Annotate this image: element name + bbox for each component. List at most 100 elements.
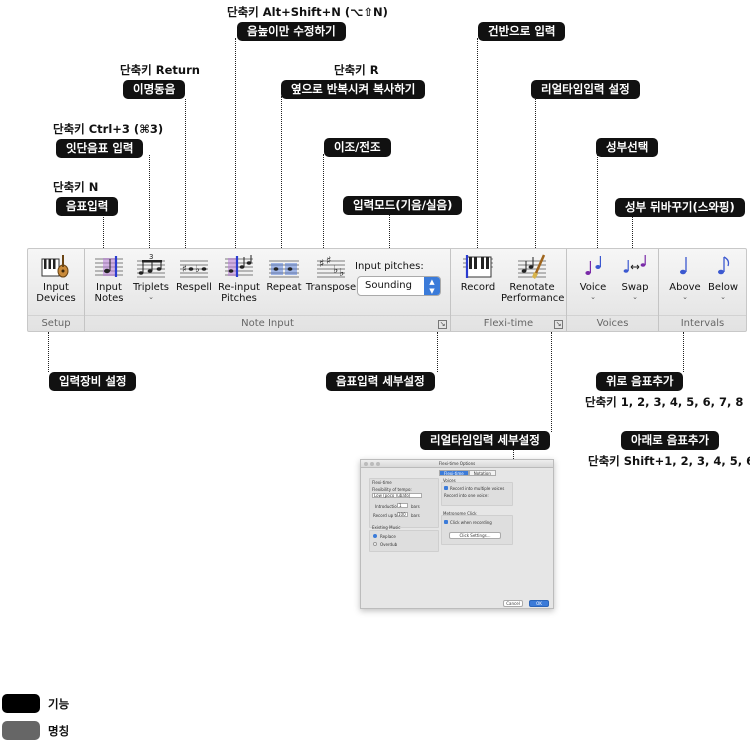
input-pitches-value: Sounding bbox=[365, 280, 412, 291]
above-button[interactable]: Above ⌄ bbox=[667, 253, 703, 301]
chevron-down-icon[interactable]: ⌄ bbox=[682, 293, 688, 301]
input-pitches-label: Input pitches: bbox=[355, 261, 424, 272]
shortcut-ctrl-3: 단축키 Ctrl+3 (⌘3) bbox=[53, 122, 164, 136]
piano-keys-icon bbox=[463, 255, 493, 278]
below-button[interactable]: Below ⌄ bbox=[705, 253, 741, 301]
respell-button[interactable]: ♯ ♭ Respell bbox=[173, 253, 215, 293]
transpose-button[interactable]: ♯ ♯ ♭ ♭ Transpose bbox=[305, 253, 357, 293]
record-button[interactable]: Record bbox=[457, 253, 499, 293]
group-setup: Input Devices Setup bbox=[28, 249, 84, 331]
leader-line-transpose bbox=[323, 154, 324, 260]
input-pitches-select[interactable]: Sounding ▲▼ bbox=[357, 276, 441, 296]
svg-text:♯: ♯ bbox=[326, 254, 331, 267]
renotate-brush-icon bbox=[518, 254, 546, 279]
introduction-unit: bars bbox=[411, 504, 420, 509]
input-notes-button[interactable]: Input Notes bbox=[91, 253, 127, 304]
overdub-radio[interactable] bbox=[373, 542, 377, 546]
group-title-flexi-time: Flexi-time bbox=[451, 315, 566, 329]
reinput-pitches-button[interactable]: Re-input Pitches bbox=[215, 253, 263, 304]
multiple-voices-checkbox[interactable] bbox=[444, 486, 448, 490]
input-devices-button[interactable]: Input Devices bbox=[32, 253, 80, 304]
respell-label: Respell bbox=[176, 282, 212, 293]
tab-flexi-time[interactable]: Flexi-time bbox=[439, 470, 469, 476]
legend-function-label: 기능 bbox=[48, 697, 70, 711]
transpose-label: Transpose bbox=[305, 282, 357, 293]
replace-label: Replace bbox=[380, 534, 396, 539]
staff-note-icon bbox=[95, 256, 123, 277]
leader-line-record bbox=[477, 38, 478, 260]
group-title-note-input: Note Input bbox=[85, 315, 450, 329]
svg-text:3: 3 bbox=[149, 253, 153, 261]
group-note-input: Input Notes 3 Triplets ⌄ ♯ ♭ Respell bbox=[84, 249, 450, 331]
voice-label: Voice bbox=[579, 282, 607, 293]
voice-notes-icon bbox=[585, 256, 601, 275]
group-flexi-time: Record Renotate Performance Flexi-time ↘ bbox=[450, 249, 566, 331]
leader-line-repeat bbox=[281, 96, 282, 260]
flexi-time-options-dialog: Flexi-time Options Flexi-time Notation F… bbox=[360, 459, 554, 609]
chevron-down-icon[interactable]: ⌄ bbox=[720, 293, 726, 301]
flexibility-select[interactable] bbox=[372, 493, 422, 498]
svg-text:♯: ♯ bbox=[319, 257, 324, 270]
swap-button[interactable]: Swap ⌄ bbox=[615, 253, 655, 301]
existing-music-heading: Existing Music bbox=[372, 525, 401, 530]
leader-line-above bbox=[683, 332, 684, 372]
leader-line-devices bbox=[48, 332, 49, 372]
chevron-down-icon[interactable]: ⌄ bbox=[590, 293, 596, 301]
dialog-title: Flexi-time Options bbox=[361, 460, 553, 468]
legend-function-swatch bbox=[2, 694, 40, 713]
chevron-down-icon[interactable]: ⌄ bbox=[148, 293, 154, 301]
group-voices: Voice ⌄ Swap ⌄ Voices bbox=[566, 249, 658, 331]
svg-text:♭: ♭ bbox=[339, 266, 344, 279]
existing-music-panel bbox=[369, 530, 439, 552]
leader-line-input-mode bbox=[389, 212, 390, 260]
voices-panel bbox=[441, 482, 513, 506]
flexi-time-options-launcher-icon[interactable]: ↘ bbox=[554, 320, 563, 329]
triplets-button[interactable]: 3 Triplets ⌄ bbox=[131, 253, 171, 301]
reinput-pitches-icon bbox=[225, 255, 253, 277]
chevron-down-icon[interactable]: ⌄ bbox=[632, 293, 638, 301]
introduction-field[interactable] bbox=[397, 503, 408, 508]
shortcut-r: 단축키 R bbox=[334, 63, 379, 77]
record-up-to-field[interactable] bbox=[397, 512, 408, 517]
below-label: Below bbox=[707, 282, 739, 293]
repeat-label: Repeat bbox=[266, 282, 302, 293]
svg-text:♯: ♯ bbox=[182, 264, 187, 275]
label-pitch-only: 음높이만 수정하기 bbox=[237, 22, 346, 41]
leader-line-input-notes bbox=[103, 215, 104, 260]
svg-text:♭: ♭ bbox=[195, 264, 200, 275]
click-settings-button[interactable]: Click Settings... bbox=[449, 532, 501, 539]
record-up-to-unit: bars bbox=[411, 513, 420, 518]
voices-heading: Voices bbox=[443, 478, 456, 483]
leader-line-dialog bbox=[513, 447, 514, 459]
repeat-button[interactable]: Repeat bbox=[263, 253, 305, 293]
dialog-tabs: Flexi-time Notation bbox=[439, 470, 496, 476]
label-note-input: 음표입력 bbox=[56, 197, 119, 216]
leader-line-renotate bbox=[535, 96, 536, 260]
multiple-voices-label: Record into multiple voices bbox=[450, 486, 505, 491]
leader-line-voice bbox=[597, 154, 598, 260]
shortcut-below: 단축키 Shift+1, 2, 3, 4, 5, 6, 7, 8 bbox=[588, 454, 750, 468]
leader-line-respell bbox=[185, 99, 186, 260]
flexi-time-heading: Flexi-time bbox=[372, 480, 392, 485]
voice-button[interactable]: Voice ⌄ bbox=[575, 253, 611, 301]
one-voice-label: Record into one voice: bbox=[444, 493, 489, 498]
cancel-button[interactable]: Cancel bbox=[503, 600, 523, 607]
click-checkbox[interactable] bbox=[444, 520, 448, 524]
minimize-icon[interactable] bbox=[370, 462, 374, 466]
ok-button[interactable]: OK bbox=[529, 600, 549, 607]
shortcut-above: 단축키 1, 2, 3, 4, 5, 6, 7, 8 bbox=[585, 395, 744, 409]
note-below-icon bbox=[718, 256, 730, 275]
note-input-options-launcher-icon[interactable]: ↘ bbox=[438, 320, 447, 329]
shortcut-alt-shift-n: 단축키 Alt+Shift+N (⌥⇧N) bbox=[227, 5, 388, 19]
leader-line-triplets bbox=[149, 155, 150, 260]
label-realtime-detail: 리얼타임입력 세부설정 bbox=[420, 431, 550, 450]
close-icon[interactable] bbox=[364, 462, 368, 466]
replace-radio[interactable] bbox=[373, 534, 377, 538]
renotate-performance-button[interactable]: Renotate Performance bbox=[501, 253, 564, 304]
zoom-icon[interactable] bbox=[376, 462, 380, 466]
swap-voices-icon bbox=[623, 255, 646, 273]
key-signature-icon: ♯ ♯ ♭ ♭ bbox=[317, 254, 345, 279]
above-label: Above bbox=[669, 282, 701, 293]
tab-notation[interactable]: Notation bbox=[468, 470, 496, 476]
group-title-voices: Voices bbox=[567, 315, 658, 329]
